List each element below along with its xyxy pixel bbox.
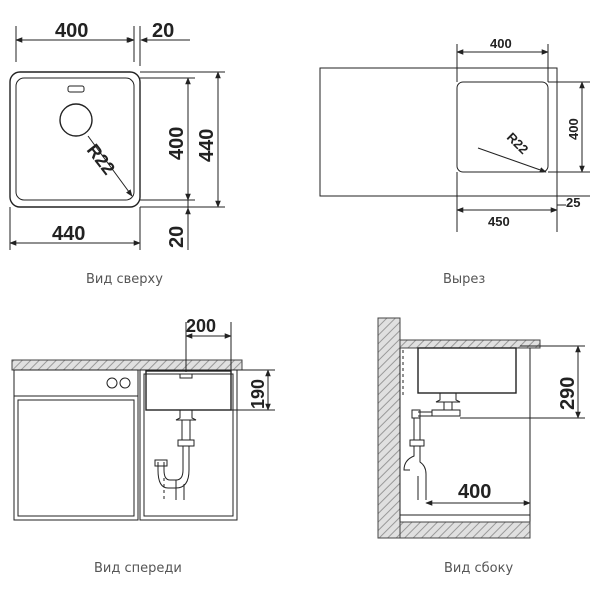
front-bowl (145, 370, 232, 411)
top-dim-width-inner: 400 (55, 20, 88, 42)
cutout-dim-offset: 450 (488, 214, 510, 229)
cutout-view: R22 400 400 25 450 Вырез (319, 36, 590, 287)
front-siphon (154, 410, 197, 500)
cutout-radius-label: R22 (504, 130, 531, 157)
side-view: 290 400 Вид сбоку (377, 317, 585, 576)
front-dim-width: 200 (186, 316, 216, 336)
cutout-view-caption: Вырез (443, 272, 485, 287)
sink-cabinet (139, 369, 238, 521)
drain-circle (59, 103, 93, 137)
dishwasher-button-2 (119, 377, 131, 389)
side-siphon (403, 393, 461, 500)
top-dim-height-outer: 440 (196, 129, 218, 162)
front-view-caption: Вид спереди (94, 561, 182, 576)
cutout-dim-edge: 25 (566, 195, 580, 210)
side-view-caption: Вид сбоку (444, 561, 513, 576)
top-dim-height-inner: 400 (166, 127, 188, 160)
sink-bowl-outline (15, 77, 135, 201)
wall (377, 317, 401, 539)
dishwasher-cabinet (13, 369, 139, 521)
front-dim-depth: 190 (248, 379, 268, 409)
cutout-dim-width: 400 (490, 36, 512, 51)
cutout-outline (456, 81, 549, 173)
front-countertop (11, 359, 243, 371)
top-view: R22 400 20 400 440 20 440 Вид сверху (9, 20, 225, 287)
cutout-dim-height: 400 (566, 118, 581, 140)
top-radius-label: R22 (83, 140, 119, 178)
countertop-outline (319, 67, 558, 197)
side-dim-depth: 400 (458, 481, 491, 503)
top-view-caption: Вид сверху (86, 272, 163, 287)
dishwasher-button-1 (106, 377, 118, 389)
front-view: 200 190 Вид спереди (11, 316, 275, 576)
side-dim-height: 290 (557, 377, 579, 410)
radius-leader (87, 135, 133, 197)
overflow-slot (67, 85, 85, 93)
top-dim-width-outer: 440 (52, 223, 85, 245)
top-dim-flange: 20 (152, 20, 174, 42)
side-bowl (417, 347, 517, 394)
top-dim-flange-bottom: 20 (166, 226, 188, 248)
sink-outer-outline (9, 71, 141, 208)
side-countertop (399, 339, 541, 349)
